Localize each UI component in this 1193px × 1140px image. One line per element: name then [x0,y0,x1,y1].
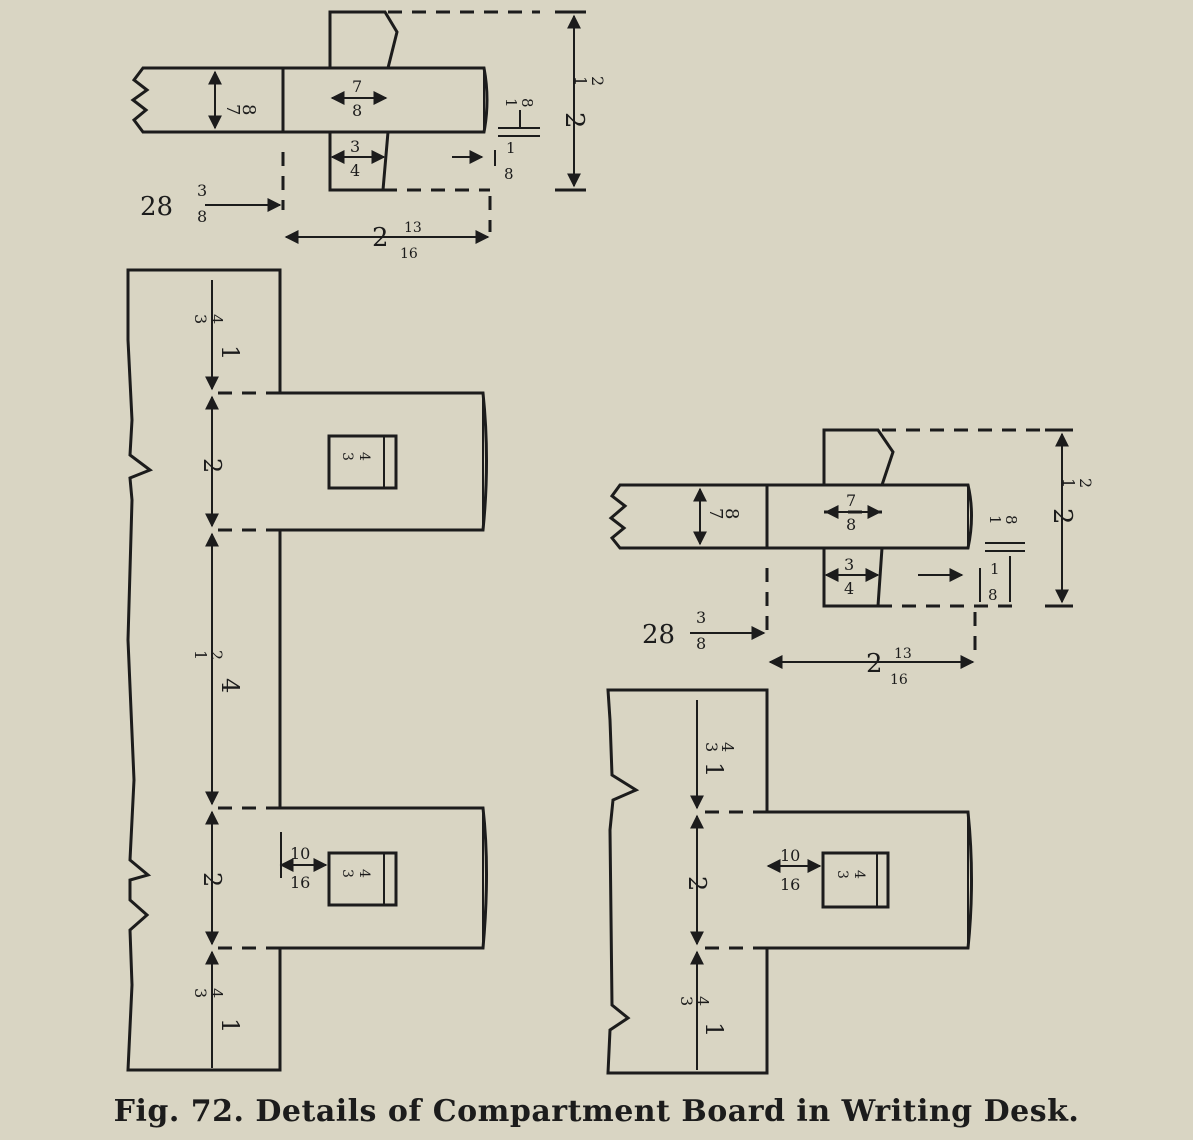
tr-depth-whole: 2 [866,649,883,679]
lb-mortise-one-den: 4 [356,452,372,461]
large-mortise-two [327,851,398,907]
sb-bottom-den: 4 [693,996,712,1006]
lb-bottom-num: 3 [191,988,210,998]
tl-thickness-num: 7 [222,104,243,115]
tl-clear-bot-num: 1 [506,139,516,157]
sb-offset-num: 10 [780,846,800,865]
tl-depth-den: 16 [400,246,418,262]
tl-depth-num: 13 [404,220,422,236]
tl-clear-top-num: 1 [502,98,520,108]
tl-depth-whole: 2 [372,223,389,253]
tr-board-outline [608,483,973,550]
tl-offset-num: 3 [197,181,207,200]
tl-offset-whole: 28 [140,192,173,222]
top-left-detail: 7 8 7 8 3 4 2 1 2 1 8 1 8 28 3 8 2 13 16 [130,10,607,262]
large-board: 1 3 4 2 4 1 2 2 1 3 4 3 4 3 4 10 16 [126,268,488,1072]
lb-offset-num: 10 [290,844,310,863]
sb-offset-den: 16 [780,875,800,894]
sb-mortise-num: 3 [834,870,850,879]
figure-caption: Fig. 72. Details of Compartment Board in… [113,1094,1080,1129]
tl-notch-den: 8 [352,101,362,120]
tl-upper-tab [328,10,399,69]
tr-tenon-den: 4 [844,579,854,598]
tr-depth-num: 13 [894,646,912,662]
tr-clear-top-den: 8 [1002,515,1020,525]
top-right-detail: 7 8 7 8 3 4 2 1 2 1 8 1 8 28 3 8 2 13 16 [608,428,1095,688]
tl-lower-tab [328,131,390,192]
lb-mortise-two-num: 3 [339,869,355,878]
tl-notch-num: 7 [352,77,362,96]
sb-top-den: 4 [718,742,737,752]
lb-tenon-one: 2 [198,458,226,473]
tr-clear-top-num: 1 [986,515,1004,525]
tl-tenon-num: 3 [350,137,360,156]
tl-height-num: 1 [571,76,590,86]
lb-bottom-den: 4 [207,988,226,998]
tl-offset-den: 8 [197,207,207,226]
sb-bottom-num: 3 [677,996,696,1006]
lb-mortise-two-den: 4 [356,869,372,878]
lb-bottom-whole: 1 [216,1018,244,1033]
sb-top-num: 3 [702,742,721,752]
sb-mortise-den: 4 [851,870,867,879]
sb-top-whole: 1 [700,762,728,777]
tr-height-den: 2 [1076,478,1095,488]
sb-tenon-width: 2 [683,876,711,891]
lb-middle-whole: 4 [216,678,244,693]
tr-clear-bot-num: 1 [990,560,1000,578]
lb-mortise-one-num: 3 [339,452,355,461]
lb-middle-den: 2 [207,650,226,660]
lb-top-whole: 1 [216,345,244,360]
tr-offset-num: 3 [696,608,706,627]
tr-depth-den: 16 [890,672,908,688]
tl-board-outline [130,66,489,134]
tl-clear-top-den: 8 [518,98,536,108]
tr-clear-bot-den: 8 [988,586,998,604]
tr-notch-num: 7 [846,491,856,510]
tr-thickness-den: 8 [721,508,742,519]
tl-height-whole: 2 [559,112,589,129]
tr-upper-tab [822,428,895,486]
tr-offset-den: 8 [696,634,706,653]
lb-top-den: 4 [207,314,226,324]
small-board: 1 3 4 2 1 3 4 3 4 10 16 [606,688,973,1075]
tr-notch-den: 8 [846,515,856,534]
tr-height-num: 1 [1059,478,1078,488]
tr-height-whole: 2 [1047,508,1077,525]
sb-bottom-whole: 1 [700,1022,728,1037]
tl-height-den: 2 [588,76,607,86]
lb-top-num: 3 [191,314,210,324]
lb-middle-num: 1 [191,650,210,660]
tr-tenon-num: 3 [844,555,854,574]
tl-tenon-den: 4 [350,161,360,180]
tr-thickness-num: 7 [705,508,726,519]
tr-offset-whole: 28 [642,620,675,650]
tl-thickness-den: 8 [238,104,259,115]
large-mortise-one [327,434,398,490]
small-mortise [821,851,890,909]
lb-tenon-two: 2 [198,872,226,887]
lb-offset-den: 16 [290,873,310,892]
tr-lower-tab [822,547,884,608]
large-board-outline [126,268,488,1072]
tl-clear-bot-den: 8 [504,165,514,183]
